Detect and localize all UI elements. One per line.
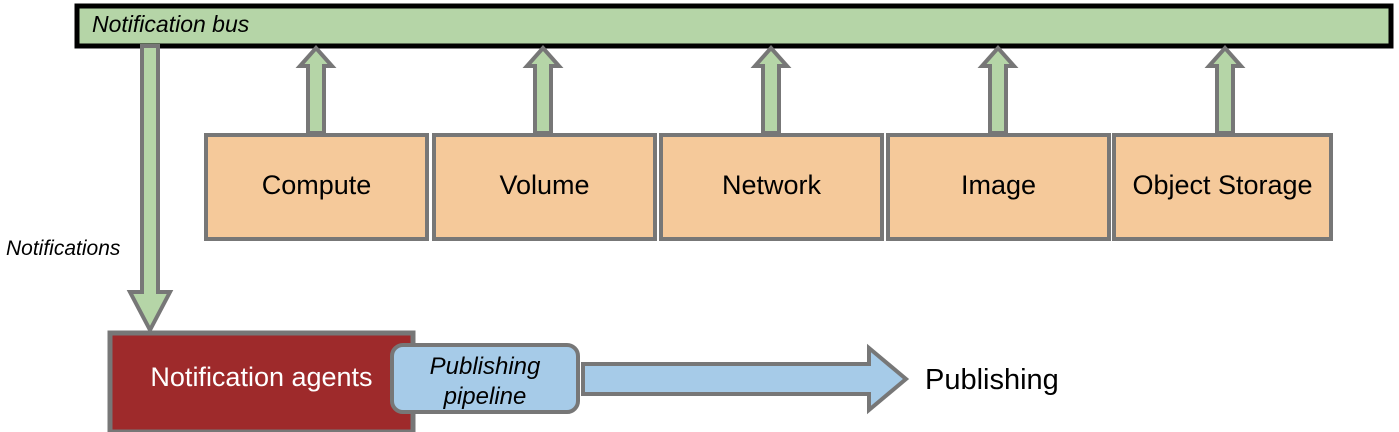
publishing-arrow bbox=[581, 343, 910, 415]
publishing-label: Publishing bbox=[925, 364, 1059, 396]
notification-agents-box[interactable] bbox=[107, 330, 416, 432]
service-arrow-volume bbox=[522, 44, 564, 135]
notification-agents-label: Notification agents bbox=[150, 362, 373, 392]
publishing-pipeline-label-line2: pipeline bbox=[443, 383, 527, 410]
notification-bus-label: Notification bus bbox=[92, 11, 250, 37]
service-box-compute[interactable] bbox=[204, 133, 429, 241]
service-label-compute: Compute bbox=[261, 170, 372, 200]
service-arrow-image bbox=[977, 44, 1019, 135]
notifications-arrow bbox=[126, 44, 174, 335]
service-arrow-object-storage bbox=[1204, 44, 1246, 135]
service-box-image[interactable] bbox=[886, 133, 1111, 241]
service-label-image: Image bbox=[960, 170, 1037, 200]
service-box-network[interactable] bbox=[659, 133, 884, 241]
publishing-pipeline-label: Publishing pipeline bbox=[392, 352, 578, 412]
service-box-object-storage[interactable] bbox=[1112, 133, 1333, 241]
publishing-pipeline-label-line1: Publishing bbox=[429, 353, 541, 380]
service-label-object-storage: Object Storage bbox=[1132, 170, 1313, 200]
service-arrow-network bbox=[750, 44, 792, 135]
publishing-pipeline-box[interactable] bbox=[390, 343, 580, 414]
notifications-label: Notifications bbox=[6, 237, 121, 260]
service-label-volume: Volume bbox=[499, 170, 590, 200]
service-box-volume[interactable] bbox=[432, 133, 657, 241]
service-arrow-compute bbox=[295, 44, 337, 135]
notification-bus-bar bbox=[74, 3, 1394, 49]
service-label-network: Network bbox=[721, 170, 822, 200]
